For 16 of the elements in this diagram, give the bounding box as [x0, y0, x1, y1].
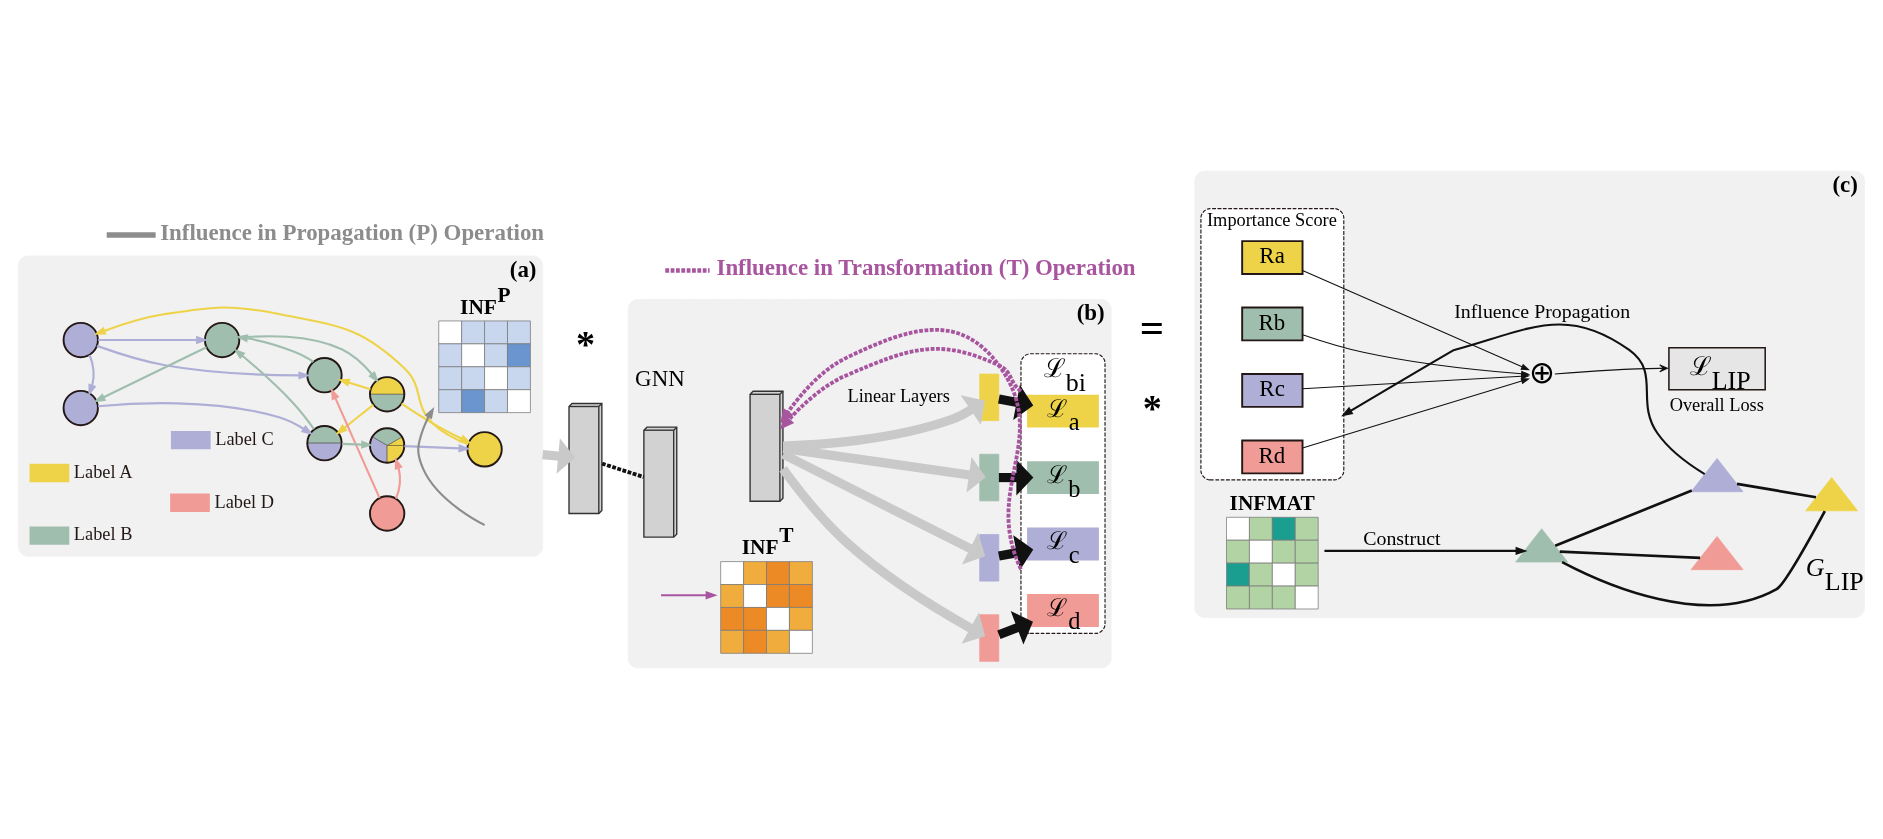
label: GNN [635, 365, 685, 391]
legend-label: Influence in Propagation (P) Operation [160, 219, 545, 245]
legend-label: Influence in Transformation (T) Operation [716, 255, 1136, 281]
node-label: INFMAT [1229, 490, 1315, 515]
label: * [1142, 386, 1162, 429]
label: * [575, 323, 595, 366]
node-text: ⊕ [1528, 355, 1555, 390]
edge-label: Construct [1363, 526, 1441, 549]
legend-label: Label A [73, 461, 133, 482]
legend-label: Label D [214, 491, 275, 512]
legend-label: Label B [73, 524, 133, 545]
legend-label: Label C [215, 428, 274, 449]
label: = [1139, 304, 1165, 352]
node-label: Overall Loss [1669, 395, 1764, 416]
edge-label: Influence Propagation [1454, 300, 1631, 323]
label: Linear Layers [847, 386, 950, 407]
